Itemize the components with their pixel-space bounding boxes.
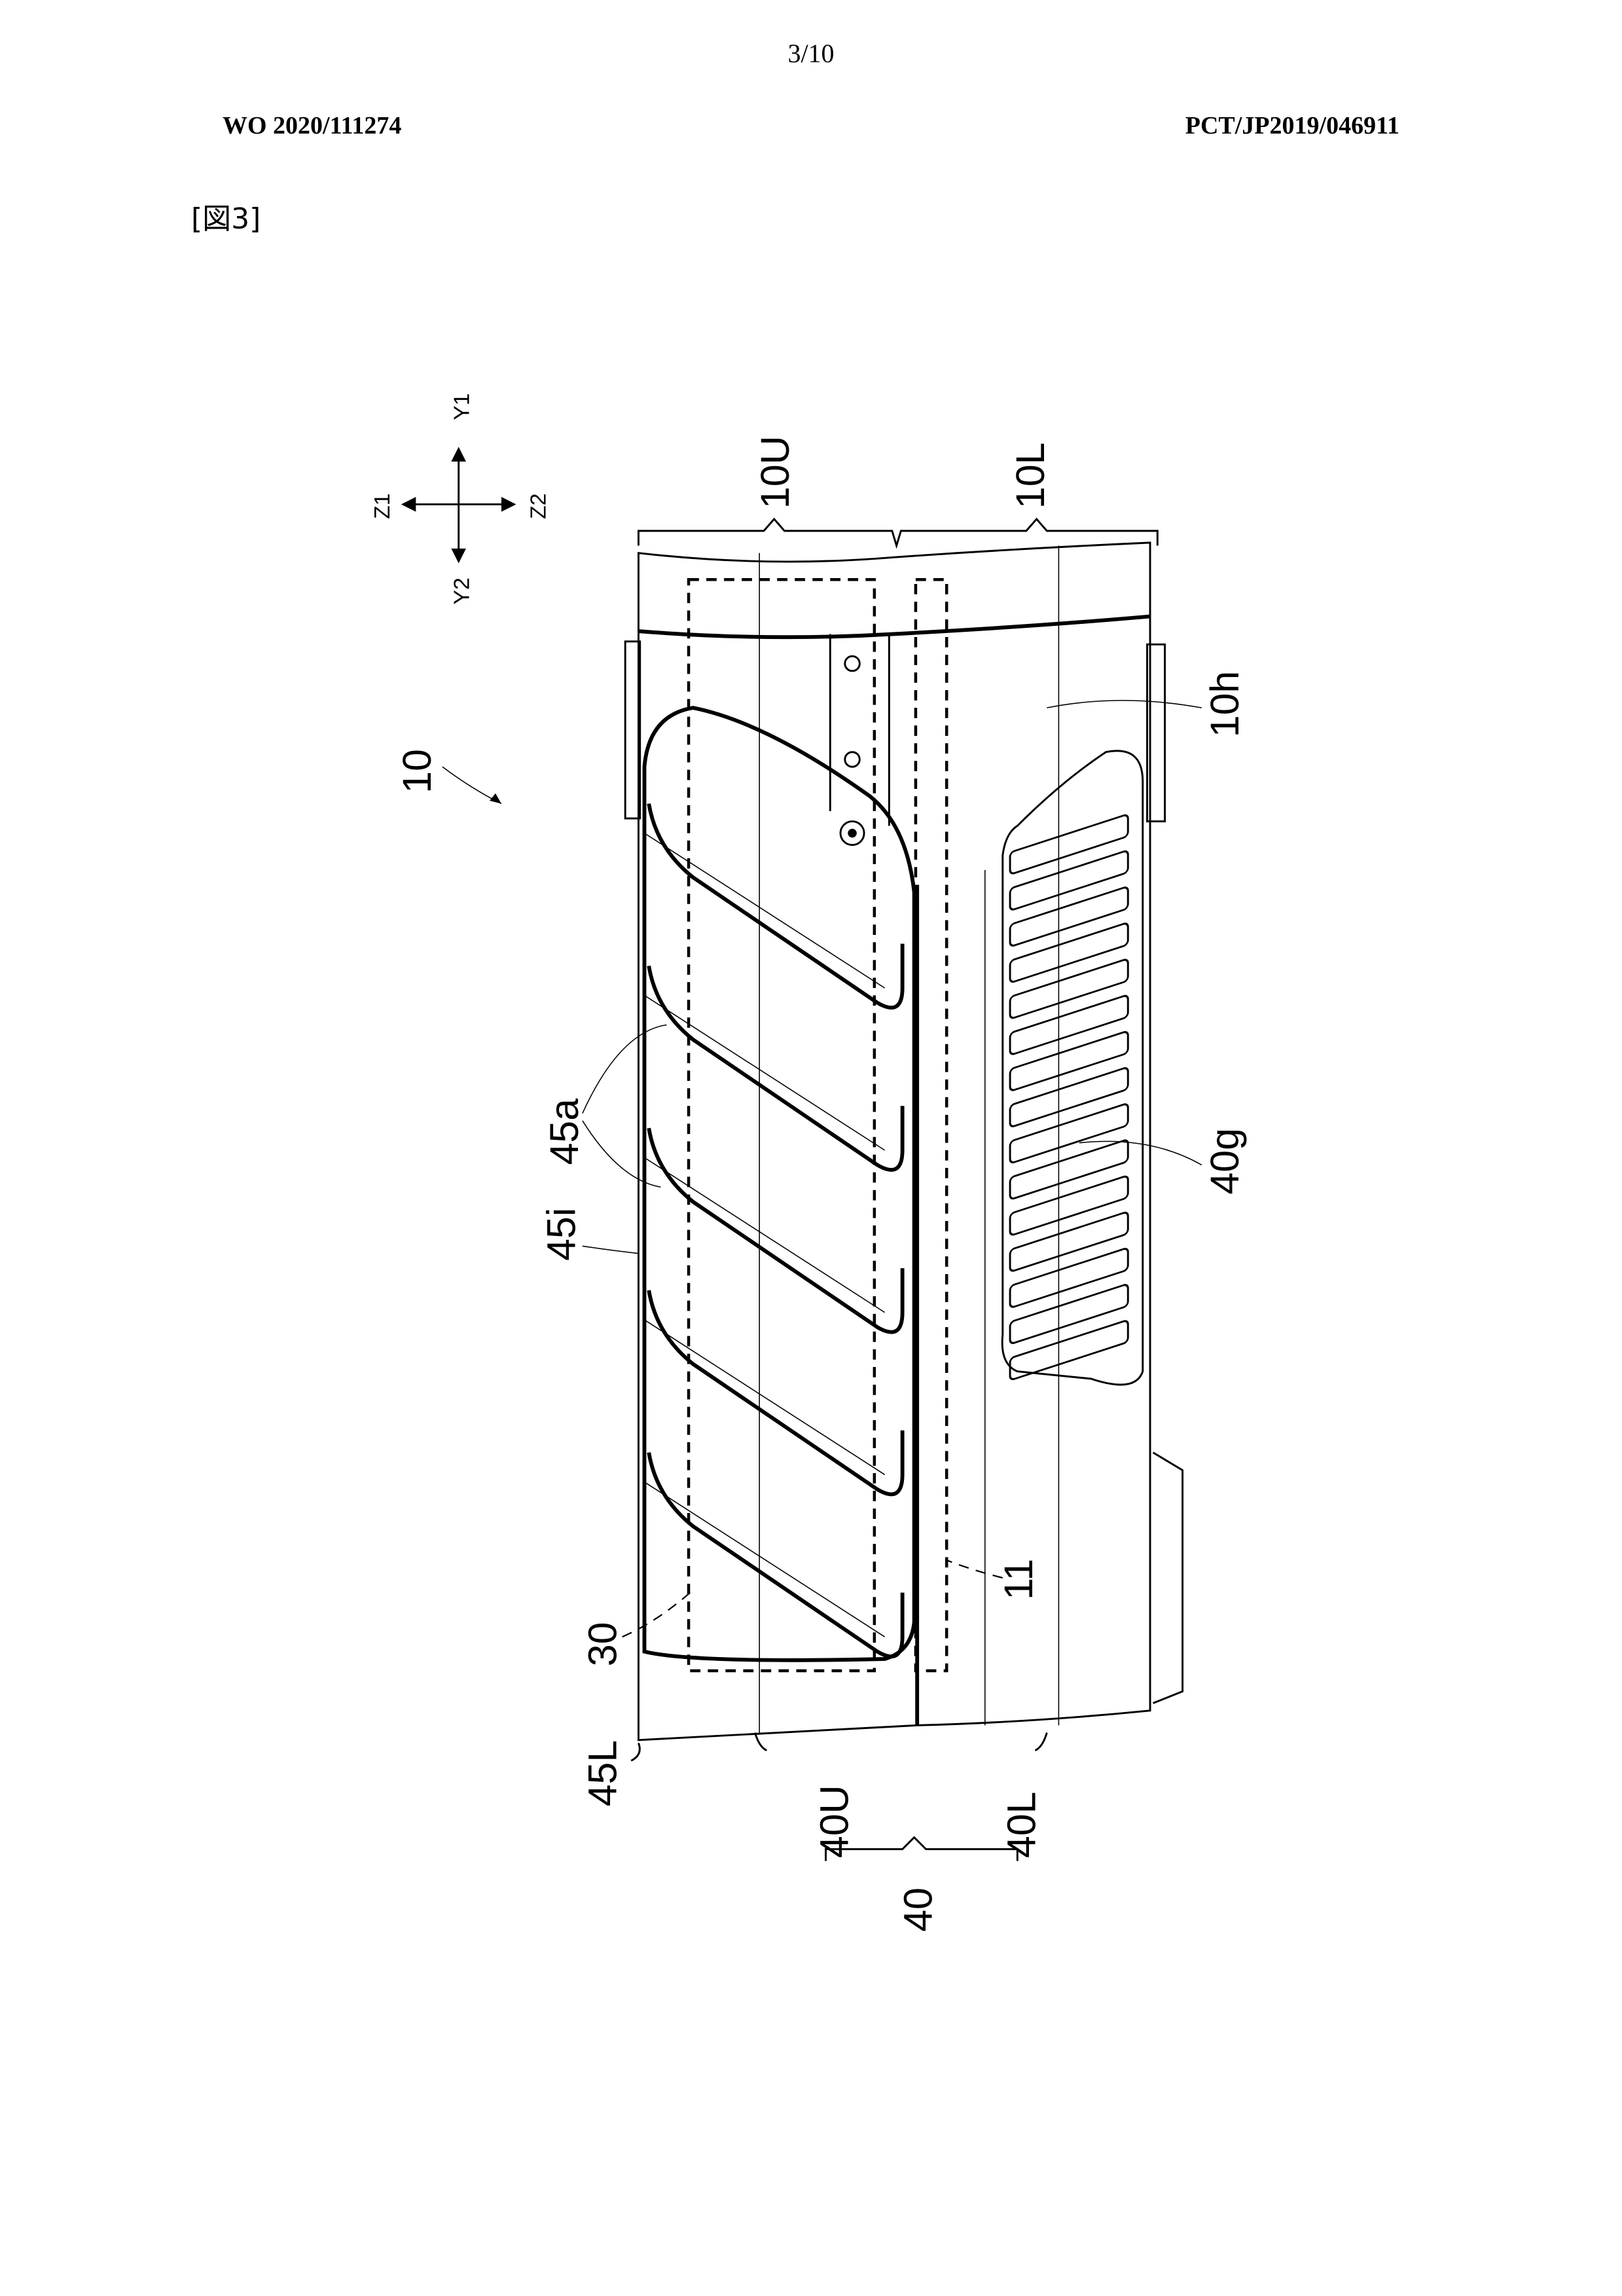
label-10L: 10L bbox=[1008, 443, 1053, 509]
grille-slot bbox=[1009, 1284, 1129, 1344]
grille-slot bbox=[1009, 994, 1129, 1055]
region-11 bbox=[914, 577, 948, 1673]
louver-slat bbox=[647, 803, 905, 1010]
label-40L: 40L bbox=[999, 1792, 1043, 1858]
publication-number: WO 2020/111274 bbox=[223, 112, 402, 139]
grille-slot bbox=[1009, 1103, 1129, 1163]
axis-z2: Z2 bbox=[526, 493, 551, 519]
louver-slat bbox=[647, 1127, 905, 1334]
application-number: PCT/JP2019/046911 bbox=[1185, 112, 1399, 139]
region-30 bbox=[687, 577, 876, 1673]
axis-y1: Y1 bbox=[449, 393, 474, 420]
grille-40g bbox=[1001, 750, 1144, 1386]
label-45L: 45L bbox=[581, 1740, 625, 1806]
label-10h: 10h bbox=[1202, 671, 1247, 737]
grille-slot bbox=[1009, 850, 1129, 911]
axis-indicator: Y1 Y2 Z1 Z2 bbox=[370, 393, 551, 605]
grille-slot bbox=[1009, 958, 1129, 1019]
grille-slot bbox=[1009, 1175, 1129, 1236]
reference-labels: 10U 10L 10 10h 45a 45i 40g 30 11 45L 40U… bbox=[395, 436, 1247, 1932]
louver-slat bbox=[647, 965, 905, 1172]
figure-label: [図3] bbox=[191, 202, 261, 236]
label-10: 10 bbox=[395, 749, 439, 793]
label-40: 40 bbox=[896, 1887, 941, 1932]
grille-slot bbox=[1009, 1247, 1129, 1308]
label-45i: 45i bbox=[539, 1208, 584, 1261]
grille-slot bbox=[1009, 1320, 1129, 1381]
grille-slot bbox=[1009, 1067, 1129, 1127]
grille-slot bbox=[1009, 814, 1129, 875]
label-30: 30 bbox=[581, 1622, 625, 1667]
grille-slot bbox=[1009, 922, 1129, 983]
label-45a: 45a bbox=[542, 1099, 586, 1165]
grille-slot bbox=[1009, 1030, 1129, 1091]
louver-slat bbox=[647, 1452, 905, 1659]
page-number: 3/10 bbox=[787, 39, 835, 68]
grille-slot bbox=[1009, 886, 1129, 947]
label-11: 11 bbox=[996, 1559, 1041, 1600]
axis-z1: Z1 bbox=[370, 493, 395, 519]
grille-slot bbox=[1009, 1211, 1129, 1272]
label-40g: 40g bbox=[1202, 1128, 1247, 1194]
grille-slot bbox=[1009, 1139, 1129, 1200]
axis-y2: Y2 bbox=[449, 577, 474, 604]
louver-slat bbox=[647, 1290, 905, 1497]
label-40U: 40U bbox=[812, 1785, 856, 1859]
louver-panel-45 bbox=[642, 706, 916, 1662]
label-10U: 10U bbox=[753, 436, 797, 509]
